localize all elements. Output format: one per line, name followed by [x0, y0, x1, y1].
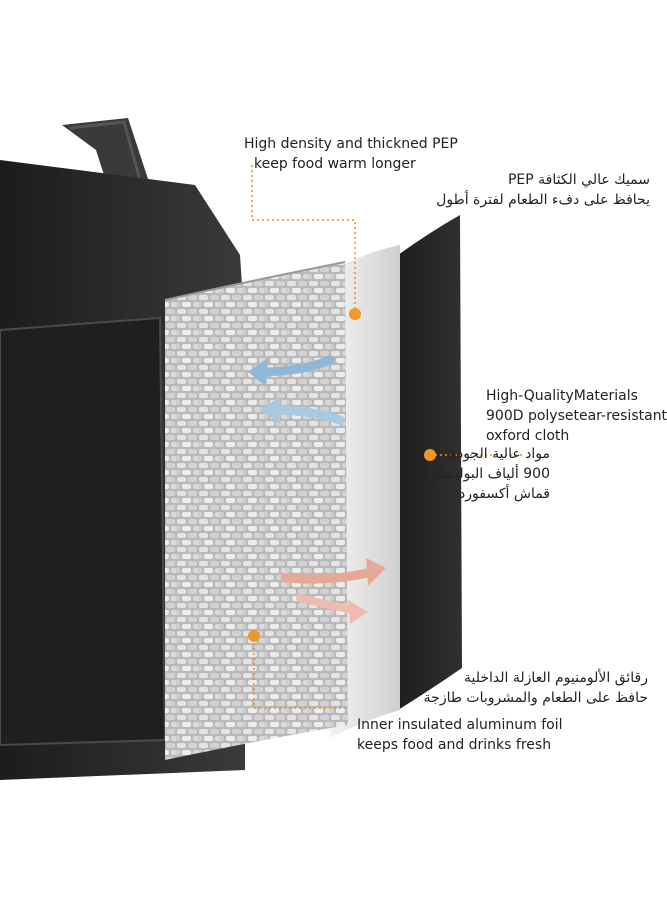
- foil-en-line-1: Inner insulated aluminum foil: [357, 717, 563, 733]
- pep-ar-line-1: سميك عالي الكثافة PEP: [507, 172, 650, 188]
- oxford-en-line-3: oxford cloth: [486, 428, 570, 444]
- pep-en-line-2: keep food warm longer: [254, 156, 416, 172]
- callout-leaders: [251, 165, 525, 709]
- cool-air-arrows: [248, 355, 345, 425]
- pep-callout-ar: سميك عالي الكثافة PEP يحافظ على دفء الطع…: [390, 170, 650, 210]
- warm-air-arrows: [280, 558, 386, 624]
- oxford-callout-ar: مواد عالية الجودة 900 ألياف البوليستر D …: [390, 444, 550, 504]
- aluminum-foil-layer: [165, 262, 348, 760]
- foil-callout-en: Inner insulated aluminum foil keeps food…: [357, 715, 563, 755]
- bag-window: [0, 316, 167, 747]
- oxford-en-line-1: High-QualityMaterials: [486, 388, 638, 404]
- pep-callout-en: High density and thickned PEP keep food …: [244, 134, 458, 174]
- foil-en-line-2: keeps food and drinks fresh: [357, 737, 552, 753]
- foil-callout-ar: رقائق الألومنيوم العازلة الداخلية حافظ ع…: [368, 668, 648, 708]
- pep-en-line-1: High density and thickned PEP: [244, 136, 458, 152]
- pep-ar-line-2: يحافظ على دفء الطعام لفترة أطول: [436, 192, 650, 208]
- oxford-ar-line-2: 900 ألياف البوليستر D: [415, 466, 550, 482]
- oxford-callout-dot: [424, 449, 436, 461]
- oxford-ar-line-1: مواد عالية الجودة: [449, 446, 550, 462]
- foil-ar-line-1: رقائق الألومنيوم العازلة الداخلية: [464, 670, 648, 686]
- pep-foam-layer: [330, 245, 400, 738]
- oxford-en-line-2: 900D polysetear-resistant: [486, 408, 667, 424]
- oxford-cloth-layer: [398, 215, 462, 710]
- oxford-ar-line-3: قماش أكسفورد: [459, 486, 550, 502]
- oxford-callout-en: High-QualityMaterials 900D polysetear-re…: [486, 386, 667, 446]
- foil-callout-dot: [248, 630, 260, 642]
- pep-callout-dot: [349, 308, 361, 320]
- foil-ar-line-2: حافظ على الطعام والمشروبات طازجة: [423, 690, 648, 706]
